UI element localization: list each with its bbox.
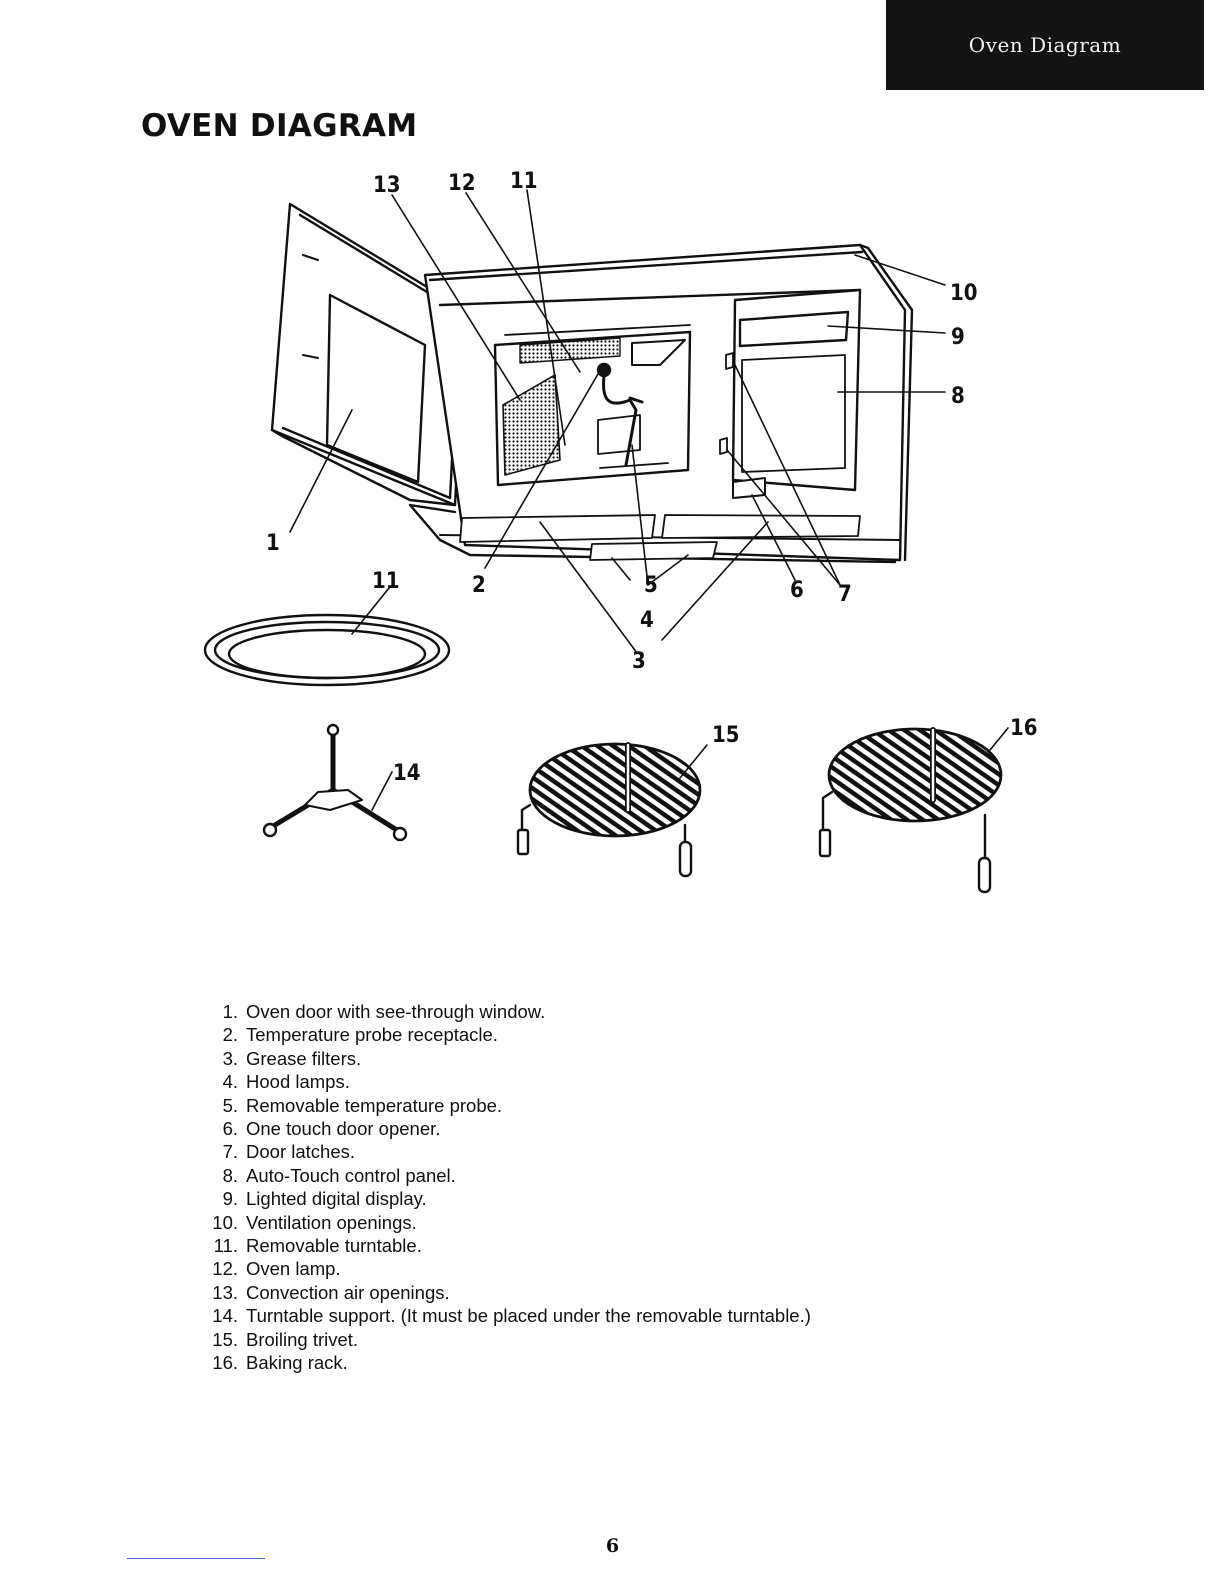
- callout-16: 16: [1010, 716, 1038, 741]
- footer-rule: [127, 1558, 265, 1559]
- list-item: 8.Auto-Touch control panel.: [190, 1164, 811, 1187]
- callout-8: 8: [951, 384, 965, 409]
- list-item: 16.Baking rack.: [190, 1351, 811, 1374]
- list-item: 4.Hood lamps.: [190, 1070, 811, 1093]
- oven-cavity: [495, 325, 690, 485]
- callout-5: 5: [644, 573, 658, 598]
- baking-rack: [820, 729, 1001, 892]
- page-number: 6: [0, 1535, 1225, 1557]
- list-item: 14.Turntable support. (It must be placed…: [190, 1304, 811, 1327]
- list-item: 10.Ventilation openings.: [190, 1211, 811, 1234]
- callout-15: 15: [712, 723, 740, 748]
- list-item: 7.Door latches.: [190, 1140, 811, 1163]
- page-title: OVEN DIAGRAM: [141, 108, 417, 144]
- callout-3: 3: [632, 649, 646, 674]
- callout-2: 2: [472, 573, 486, 598]
- turntable: [205, 615, 449, 685]
- list-item: 15.Broiling trivet.: [190, 1328, 811, 1351]
- callout-12: 12: [448, 171, 476, 196]
- broiling-trivet: [518, 744, 700, 876]
- callout-4: 4: [640, 608, 654, 633]
- callout-11-top: 11: [510, 169, 538, 194]
- list-item: 13.Convection air openings.: [190, 1281, 811, 1304]
- list-item: 12.Oven lamp.: [190, 1257, 811, 1280]
- callout-14: 14: [393, 761, 421, 786]
- callout-6: 6: [790, 578, 804, 603]
- section-tab-label: Oven Diagram: [969, 33, 1121, 57]
- callout-11-tray: 11: [372, 569, 400, 594]
- list-item: 11.Removable turntable.: [190, 1234, 811, 1257]
- turntable-support: [264, 725, 406, 840]
- list-item: 5.Removable temperature probe.: [190, 1094, 811, 1117]
- callout-1: 1: [266, 531, 280, 556]
- oven-diagram: 13 12 11 10 9 8 1 11 2 5 4 3 6 7 15 16 1…: [0, 160, 1225, 900]
- parts-list: 1.Oven door with see-through window. 2.T…: [190, 1000, 811, 1375]
- list-item: 3.Grease filters.: [190, 1047, 811, 1070]
- list-item: 6.One touch door opener.: [190, 1117, 811, 1140]
- callout-13: 13: [373, 173, 401, 198]
- section-tab: Oven Diagram: [886, 0, 1204, 90]
- list-item: 9.Lighted digital display.: [190, 1187, 811, 1210]
- callout-10: 10: [950, 281, 978, 306]
- list-item: 1.Oven door with see-through window.: [190, 1000, 811, 1023]
- callout-7: 7: [838, 582, 852, 607]
- callout-9: 9: [951, 325, 965, 350]
- list-item: 2.Temperature probe receptacle.: [190, 1023, 811, 1046]
